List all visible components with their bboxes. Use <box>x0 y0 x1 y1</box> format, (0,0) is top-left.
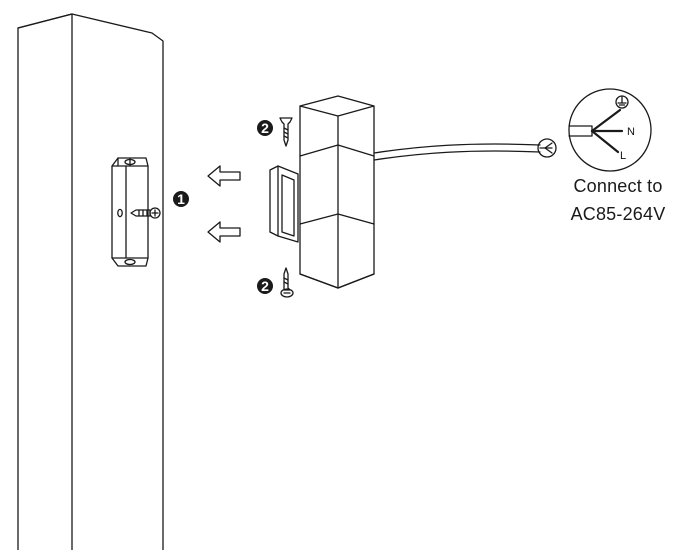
step-1-badge: 1 <box>173 191 189 207</box>
fixture-backplate <box>269 165 299 243</box>
step-2-badge-top: 2 <box>257 120 273 136</box>
cable-connector-icon <box>537 138 557 158</box>
light-fixture <box>299 95 375 289</box>
step-2-label-bottom: 2 <box>261 278 269 294</box>
step-2-badge-bottom: 2 <box>257 278 273 294</box>
arrow-upper-icon <box>207 165 241 187</box>
step-1-label: 1 <box>177 191 185 207</box>
bracket-screw-icon <box>130 207 161 219</box>
arrow-lower-icon <box>207 221 241 243</box>
wiring-detail: N L <box>568 88 652 172</box>
wire-neutral-label: N <box>627 126 635 138</box>
bottom-screw-icon <box>280 267 294 298</box>
step-2-label-top: 2 <box>261 120 269 136</box>
caption-line-2: AC85-264V <box>570 204 666 224</box>
caption-line-1: Connect to <box>573 176 663 196</box>
top-screw-icon <box>279 117 293 147</box>
wall-post <box>17 13 164 550</box>
power-cable <box>373 143 541 161</box>
mounting-bracket <box>111 157 149 267</box>
wire-live-label: L <box>620 150 626 162</box>
ground-icon <box>615 95 629 109</box>
